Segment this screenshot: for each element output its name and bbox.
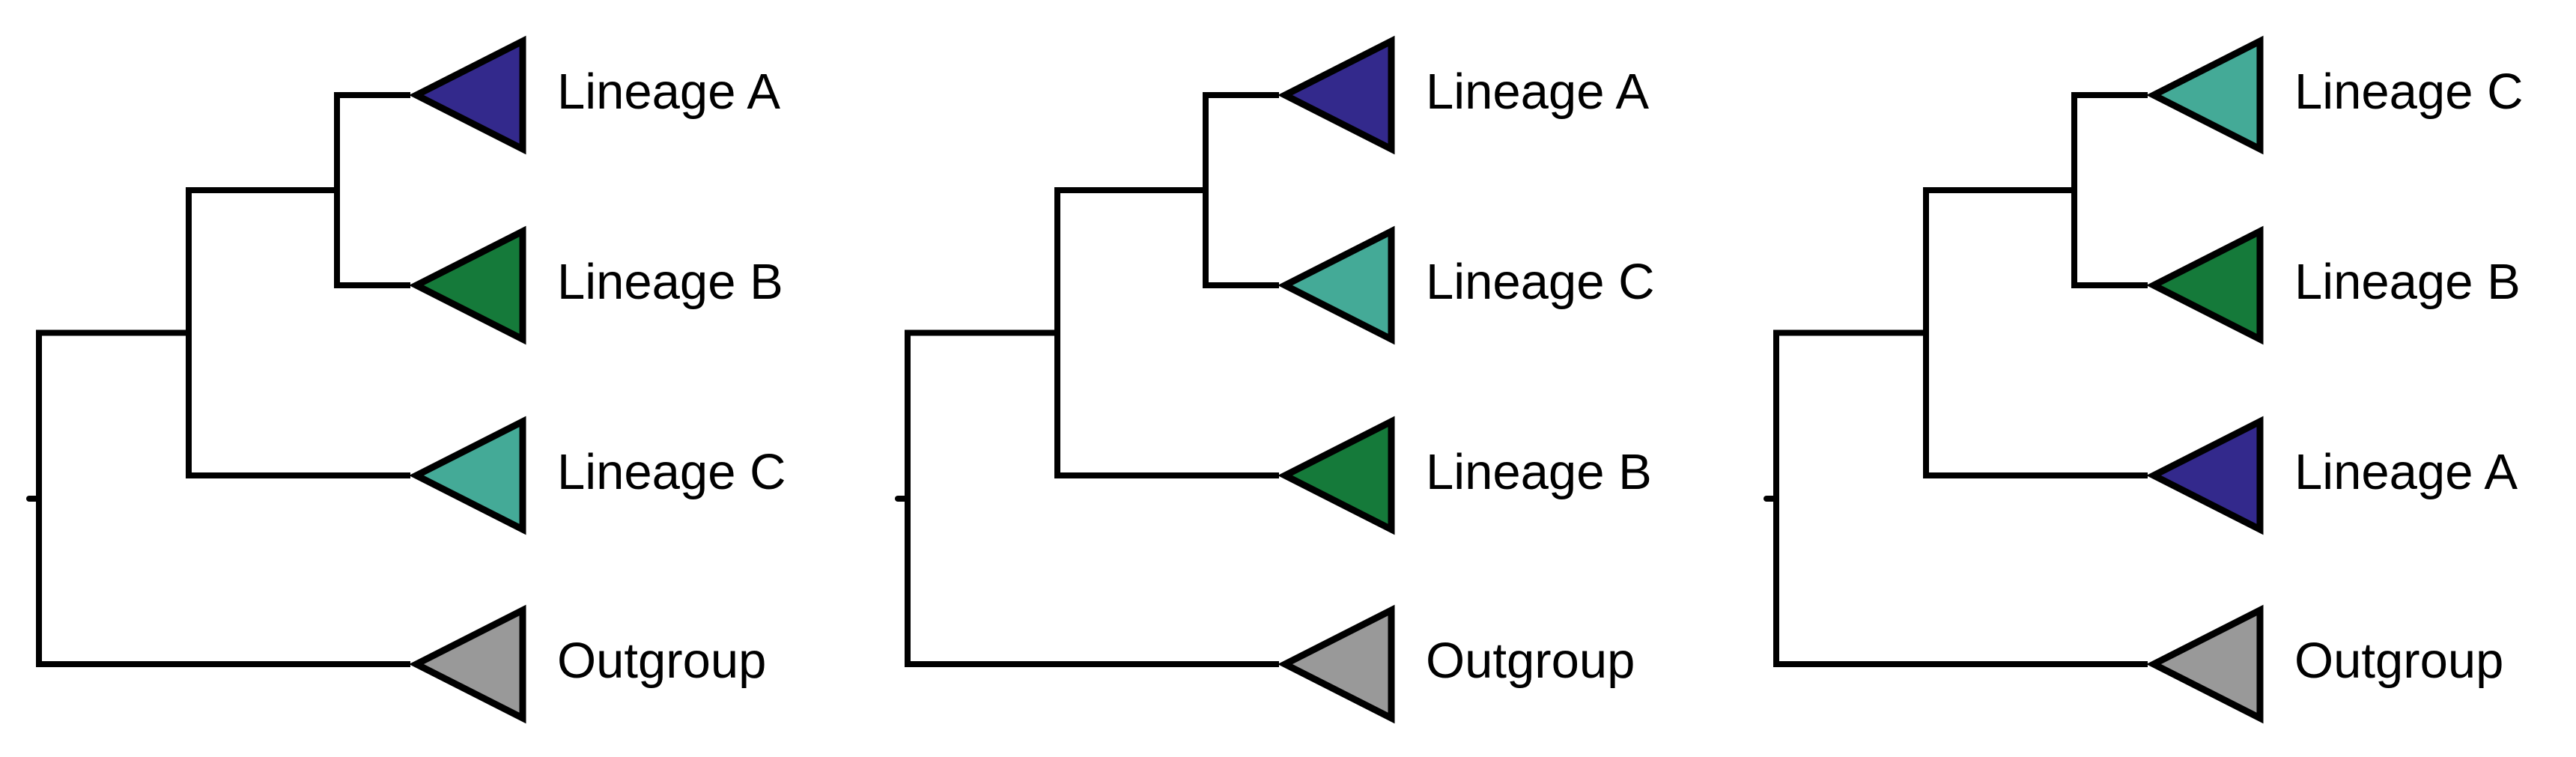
tree3-leaf-label-row1: Lineage C bbox=[2294, 64, 2523, 120]
tree2-leaf-label-row3: Lineage B bbox=[1426, 444, 1652, 500]
tree2-collapsed-clade-triangle-row4 bbox=[1278, 604, 1395, 724]
tree2-leaf-label-row1: Lineage A bbox=[1426, 64, 1649, 120]
tree1-collapsed-clade-triangle-row4 bbox=[409, 604, 526, 724]
tree3-leaf-label-row3: Lineage A bbox=[2294, 444, 2518, 500]
tree2-collapsed-clade-triangle-row2 bbox=[1278, 225, 1395, 345]
tree2-leaf-label-row2: Lineage C bbox=[1426, 254, 1654, 310]
tree3-leaf-label-row4: Outgroup bbox=[2294, 633, 2503, 689]
tree1-branch-lines bbox=[36, 92, 410, 667]
cladogram-tree-3: Lineage C Lineage B Lineage A Outgroup bbox=[1764, 35, 2523, 724]
tree3-branch-lines bbox=[1773, 92, 2148, 667]
tree2-collapsed-clade-triangle-row3 bbox=[1278, 416, 1395, 535]
cladogram-tree-2: Lineage A Lineage C Lineage B Outgroup bbox=[895, 35, 1654, 724]
tree1-leaf-label-row4: Outgroup bbox=[557, 633, 766, 689]
tree2-branch-lines bbox=[905, 92, 1279, 667]
cladogram-tree-1: Lineage A Lineage B Lineage C Outgroup bbox=[26, 35, 786, 724]
tree1-collapsed-clade-triangle-row3 bbox=[409, 416, 526, 535]
tree2-collapsed-clade-triangle-row1 bbox=[1278, 35, 1395, 155]
tree1-collapsed-clade-triangle-row1 bbox=[409, 35, 526, 155]
tree3-leaf-label-row2: Lineage B bbox=[2294, 254, 2521, 310]
tree1-leaf-label-row1: Lineage A bbox=[557, 64, 780, 120]
tree1-collapsed-clade-triangle-row2 bbox=[409, 225, 526, 345]
tree3-collapsed-clade-triangle-row2 bbox=[2146, 225, 2264, 345]
tree1-leaf-label-row3: Lineage C bbox=[557, 444, 786, 500]
tree3-collapsed-clade-triangle-row4 bbox=[2146, 604, 2264, 724]
tree3-collapsed-clade-triangle-row3 bbox=[2146, 416, 2264, 535]
tree3-collapsed-clade-triangle-row1 bbox=[2146, 35, 2264, 155]
tree1-leaf-label-row2: Lineage B bbox=[557, 254, 783, 310]
tree2-leaf-label-row4: Outgroup bbox=[1426, 633, 1635, 689]
